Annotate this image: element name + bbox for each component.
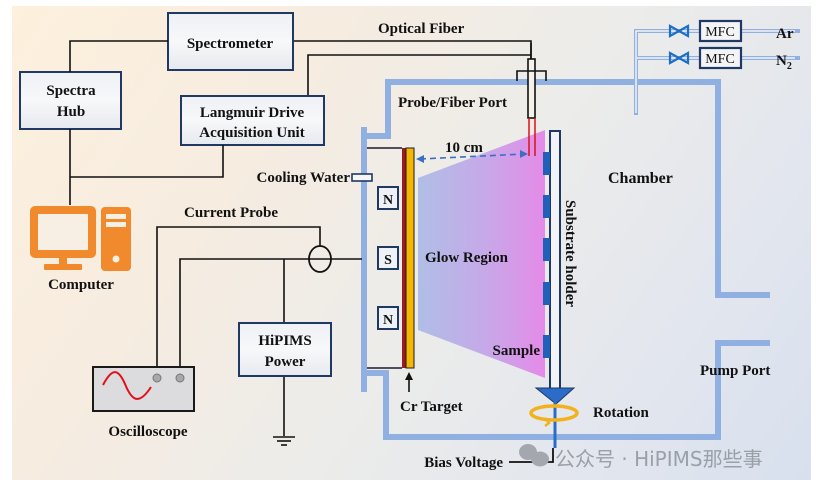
mfc-ar-label: MFC xyxy=(705,25,735,40)
cr-target-arrow xyxy=(405,372,413,392)
magnet-bottom: N xyxy=(377,306,399,330)
rotation-arrow-icon xyxy=(529,404,579,427)
cooling-water-label: Cooling Water xyxy=(257,170,351,186)
probe-fiber-port-label: Probe/Fiber Port xyxy=(398,95,507,111)
magnetron: N S N xyxy=(367,147,415,369)
gas-ar-label: Ar xyxy=(776,26,794,42)
optical-fiber-label: Optical Fiber xyxy=(378,21,465,37)
optical-fiber-line xyxy=(293,40,532,59)
chamber-wall xyxy=(361,79,770,440)
cooling-water-connector xyxy=(351,173,373,182)
gas-n2-label: N2 xyxy=(776,53,792,72)
mfc-n2: MFC xyxy=(698,46,743,70)
langmuir-label-line1: Langmuir Drive xyxy=(200,105,305,121)
langmuir-label-line2: Acquisition Unit xyxy=(199,125,304,141)
spectrometer-label: Spectrometer xyxy=(187,36,274,52)
spectra-hub-label-line2: Hub xyxy=(57,104,85,120)
langmuir-drive-box[interactable]: Langmuir Drive Acquisition Unit xyxy=(180,95,325,146)
bias-voltage-label: Bias Voltage xyxy=(424,455,503,471)
distance-arrow xyxy=(416,150,528,163)
computer-icon[interactable] xyxy=(30,206,131,271)
computer-label: Computer xyxy=(48,277,114,293)
mfc-n2-label: MFC xyxy=(705,52,735,67)
hipims-power-box[interactable]: HiPIMS Power xyxy=(238,322,332,377)
langmuir-probe-line xyxy=(307,54,531,96)
chamber-label: Chamber xyxy=(608,170,673,187)
cr-target-label: Cr Target xyxy=(400,399,463,415)
substrate-holder-label: Substrate holder xyxy=(562,200,578,307)
mfc-ar: MFC xyxy=(698,19,743,43)
valve-icon xyxy=(668,24,690,38)
sine-wave-icon xyxy=(102,371,152,400)
target-backing-plate xyxy=(402,148,406,368)
spectra-hub-box[interactable]: Spectra Hub xyxy=(19,71,122,130)
current-probe-coil xyxy=(308,245,332,273)
gas-n2-subscript: 2 xyxy=(787,61,792,72)
sample-label: Sample xyxy=(492,343,540,359)
wechat-icon xyxy=(519,444,549,467)
sample-1 xyxy=(543,152,550,175)
magnet-bottom-label: N xyxy=(383,313,393,328)
data-cables xyxy=(69,40,224,205)
magnet-top: N xyxy=(377,186,399,210)
holder-funnel xyxy=(534,387,576,405)
sample-5 xyxy=(543,335,550,358)
glow-region xyxy=(418,130,545,378)
distance-label: 10 cm xyxy=(445,140,483,156)
oscilloscope-port-1[interactable] xyxy=(152,373,162,383)
oscilloscope[interactable] xyxy=(92,366,195,412)
spectra-hub-label-line1: Spectra xyxy=(46,83,96,99)
magnet-top-label: N xyxy=(383,193,393,208)
sample-3 xyxy=(543,238,550,261)
cr-target-plate xyxy=(405,147,415,369)
substrate-holder xyxy=(534,130,576,448)
hipims-label-line2: Power xyxy=(265,354,306,370)
sample-2 xyxy=(543,195,550,218)
magnet-middle-label: S xyxy=(384,253,392,268)
glow-region-label: Glow Region xyxy=(425,250,509,266)
current-probe-label: Current Probe xyxy=(184,205,278,221)
magnet-middle: S xyxy=(377,246,399,270)
watermark-text: 公众号 · HiPIMS那些事 xyxy=(555,447,763,471)
ground-icon xyxy=(273,436,295,446)
sample-4 xyxy=(543,282,550,305)
valve-icon xyxy=(668,51,690,65)
spectrometer-box[interactable]: Spectrometer xyxy=(167,12,294,71)
hipims-label-line1: HiPIMS xyxy=(258,333,311,349)
gas-n2-base: N xyxy=(776,53,787,69)
oscilloscope-label: Oscilloscope xyxy=(108,424,188,440)
pump-port-label: Pump Port xyxy=(700,363,770,379)
oscilloscope-port-2[interactable] xyxy=(175,373,185,383)
bias-voltage-line xyxy=(509,448,554,463)
rotation-label: Rotation xyxy=(593,405,649,421)
probe-wiring xyxy=(156,226,362,436)
